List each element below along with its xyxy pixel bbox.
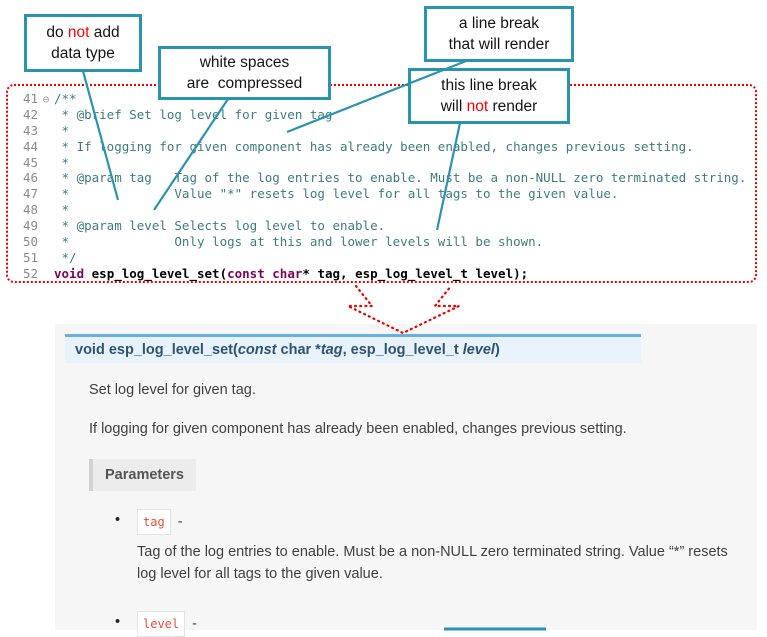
keyword-char: char [272,265,303,281]
param-separator: - [177,514,183,530]
code-line: 49 * @param level Selects log level to e… [12,218,755,234]
param-body: tag- Tag of the log entries to enable. M… [137,509,729,585]
code-comment-text: * Value "*" resets log level for all tag… [54,186,619,202]
signature-return-type: void [75,342,109,358]
callout-text-emphasis: not [67,24,90,41]
code-text [84,266,92,281]
callout-text-part: will [440,98,467,115]
code-line: 50 * Only logs at this and lower levels … [12,234,755,250]
signature-const-keyword: const [237,342,277,358]
callout-text: that will render [448,36,550,53]
callout-text: do not add [46,22,119,43]
signature-paren: ) [494,342,500,358]
param-item-level: • level- Selects log level to enable. On… [115,611,729,637]
callout-text-part: add [89,24,120,41]
line-number: 50 [22,234,38,250]
callout-text: a line break [458,15,540,32]
code-text: * tag, esp_log_level_t level); [302,265,529,281]
signature-type: esp_log_level_t [350,342,463,358]
callout-text-emphasis: not [466,98,489,115]
line-number: 49 [22,218,38,234]
code-comment-text: * Only logs at this and lower levels wil… [54,234,544,250]
callout-text: white spaces [199,54,290,71]
function-signature: void esp_log_level_set(const char *tag, … [65,334,641,363]
code-line: 45 * [12,155,755,171]
callout-text: this line break [441,77,537,94]
function-name: esp_log_level_set [91,265,220,281]
param-head: level- [137,611,619,637]
callout-break-renders: a line break that will render [424,6,574,62]
fold-collapse-icon: ⊖ [42,93,50,106]
line-number: 42 [22,106,38,122]
callout-text: are compressed [186,75,303,92]
code-line: 43 * [12,123,755,139]
doc-body: Set log level for given tag. If logging … [55,363,757,637]
code-line: 44 * If logging for given component has … [12,139,755,155]
code-line: 42 * @brief Set log level for given tag [12,107,755,123]
signature-param-level: level [462,342,495,358]
signature-function-name: esp_log_level_set [108,342,233,358]
param-head: tag- [137,509,729,535]
line-number: 45 [22,154,38,170]
callout-no-datatype: do not add data type [24,14,142,72]
line-number: 52 [22,265,38,281]
parameters-label: Parameters [89,459,196,491]
bullet-icon: • [115,614,121,630]
line-number: 46 [22,170,38,186]
line-number: 48 [22,202,38,218]
callout-break-not-render: this line break will not render [408,68,570,124]
signature-param-tag: tag [320,342,343,358]
keyword-void: void [54,265,85,281]
code-comment-text: * @brief Set log level for given tag [54,106,333,122]
code-comment-text: * If logging for given component has alr… [54,138,694,154]
line-number: 47 [22,186,38,202]
signature-paren: ( [232,342,238,358]
param-item-tag: • tag- Tag of the log entries to enable.… [115,509,729,585]
callout-text: data type [51,45,115,62]
param-body: level- Selects log level to enable. Only… [137,611,619,637]
code-comment-text: */ [54,249,77,265]
param-name-chip: level [137,611,186,637]
code-comment-text: * @param tag Tag of the log entries to e… [54,170,747,186]
callout-whitespace: white spaces are compressed [158,46,331,100]
line-number: 51 [22,249,38,265]
code-line: 41 ⊖ /** [12,91,755,107]
line-number: 43 [22,122,38,138]
code-line: 48 * [12,202,755,218]
line-number: 44 [22,138,38,154]
callout-text: will not render [441,96,538,117]
code-line-declaration: 52 void esp_log_level_set(const char* tag… [12,266,755,282]
signature-separator: , [342,342,351,358]
doc-description: If logging for given component has alrea… [89,421,627,437]
code-line: 47 * Value "*" resets log level for all … [12,186,755,202]
code-comment-text: * [54,202,70,218]
param-description: Tag of the log entries to enable. Must b… [137,544,728,582]
signature-type: char * [276,342,321,358]
code-comment-text: /** [54,91,77,106]
code-editor-snippet: 41 ⊖ /** 42 * @brief Set log level for giv… [6,84,757,283]
param-list: • tag- Tag of the log entries to enable.… [115,509,729,637]
bullet-icon: • [115,512,121,528]
rendered-doc-panel: void esp_log_level_set(const char *tag, … [55,324,757,637]
code-comment-text: * [54,122,70,138]
param-separator: - [192,616,197,632]
doc-brief: Set log level for given tag. [89,382,256,398]
line-number: 41 [22,91,38,106]
code-text: ( [219,265,228,281]
callout-text-part: render [488,98,538,115]
param-name-chip: tag [137,509,171,535]
code-line: 51 */ [12,250,755,266]
code-comment-text: * @param level Selects log level to enab… [54,218,386,234]
keyword-const: const [227,265,265,281]
callout-text-part: do [46,24,68,41]
code-line: 46 * @param tag Tag of the log entries t… [12,170,755,186]
code-comment-text: * [54,154,70,170]
